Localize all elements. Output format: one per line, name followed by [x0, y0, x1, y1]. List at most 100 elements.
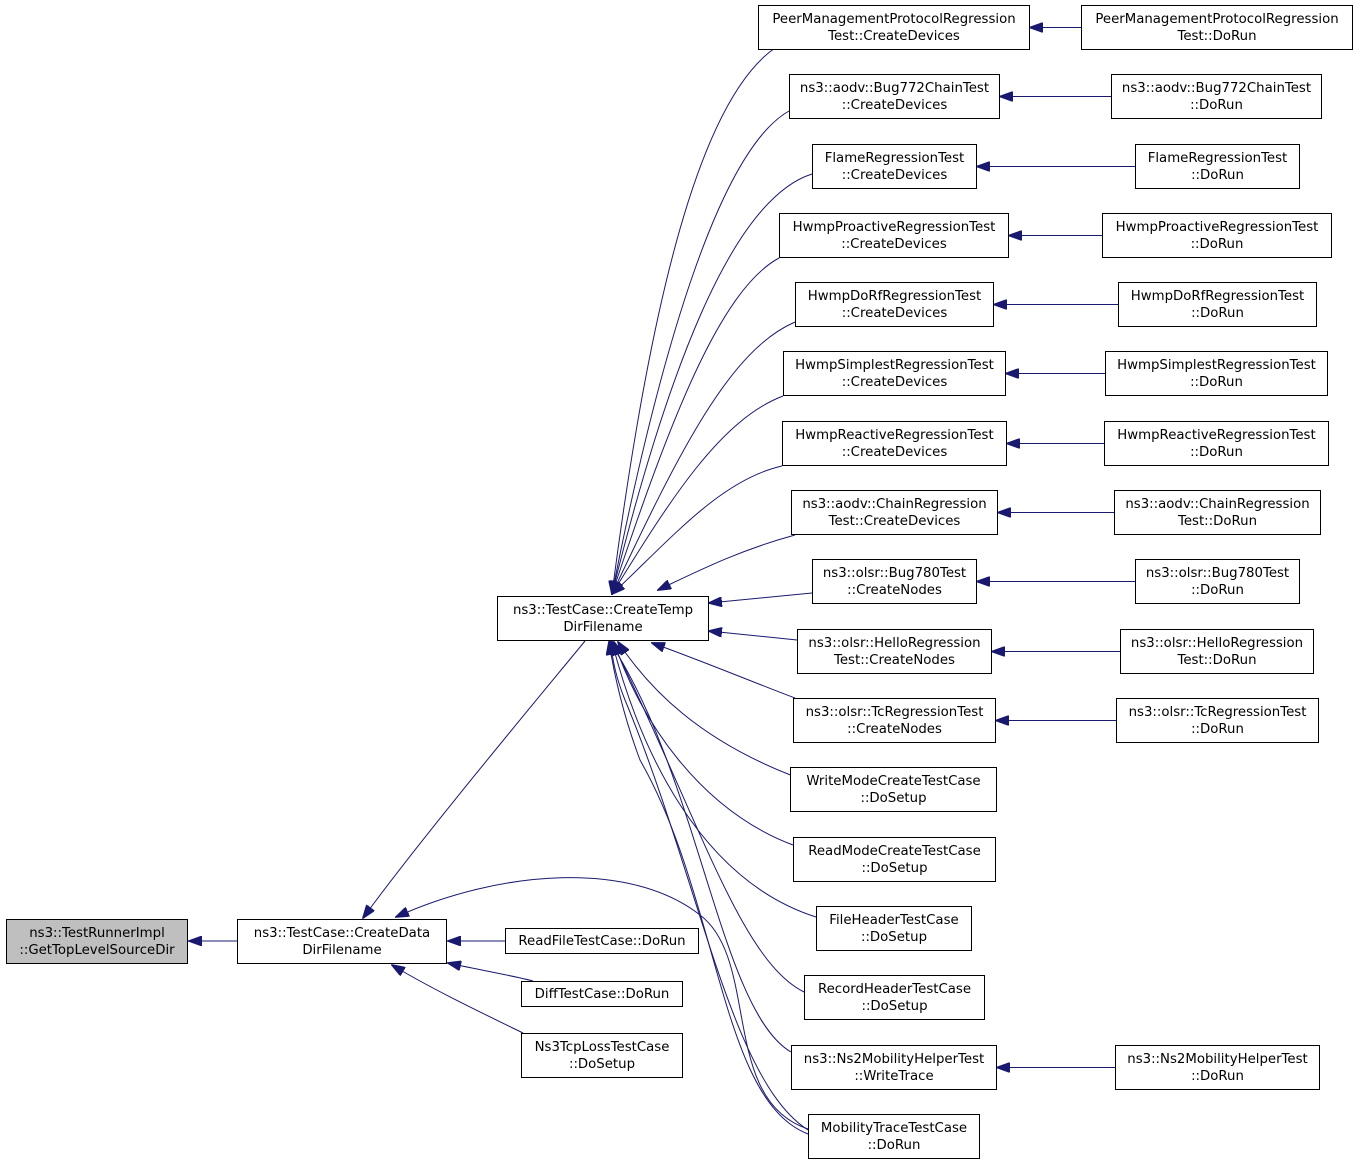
node-label-line: ::DoSetup: [861, 860, 928, 876]
node-label-line: ns3::olsr::TcRegressionTest: [805, 704, 984, 720]
edge-rhdr-to-temp: [612, 642, 805, 993]
node-bug780-cn[interactable]: ns3::olsr::Bug780Test::CreateNodes: [812, 559, 977, 604]
node-hreact-cd[interactable]: HwmpReactiveRegressionTest::CreateDevice…: [782, 421, 1007, 466]
edge-bug772_cd-to-temp: [612, 110, 790, 594]
edge-temp-to-data: [363, 640, 586, 918]
node-tc-cn[interactable]: ns3::olsr::TcRegressionTest::CreateNodes: [793, 698, 996, 743]
node-label-line: ::DoSetup: [860, 790, 927, 806]
node-wmode[interactable]: WriteModeCreateTestCase::DoSetup: [790, 767, 997, 812]
node-ns2-wt[interactable]: ns3::Ns2MobilityHelperTest::WriteTrace: [791, 1045, 997, 1090]
node-bug780-run[interactable]: ns3::olsr::Bug780Test::DoRun: [1135, 559, 1300, 604]
node-label-line: MobilityTraceTestCase: [820, 1120, 968, 1136]
node-label-line: ::DoRun: [1191, 721, 1244, 737]
node-label-line: ns3::TestCase::CreateData: [253, 925, 431, 941]
node-diff[interactable]: DiffTestCase::DoRun: [521, 981, 683, 1007]
node-bug772-cd[interactable]: ns3::aodv::Bug772ChainTest::CreateDevice…: [789, 74, 1000, 119]
node-flame-cd[interactable]: FlameRegressionTest::CreateDevices: [812, 144, 977, 189]
node-label-line: ReadModeCreateTestCase: [808, 843, 981, 859]
node-hpro-run[interactable]: HwmpProactiveRegressionTest::DoRun: [1102, 213, 1332, 258]
node-label-line: ns3::olsr::Bug780Test: [1145, 565, 1290, 581]
node-label-line: ns3::aodv::Bug772ChainTest: [799, 80, 990, 96]
node-label-line: HwmpProactiveRegressionTest: [792, 219, 996, 235]
node-label-line: ::DoSetup: [861, 998, 928, 1014]
node-label-line: ::CreateDevices: [841, 444, 948, 460]
edge-tc_cn-to-temp: [652, 643, 796, 699]
node-mobility[interactable]: MobilityTraceTestCase::DoRun: [808, 1114, 980, 1159]
node-label-line: ns3::aodv::ChainRegression: [802, 496, 987, 512]
node-hsimp-cd[interactable]: HwmpSimplestRegressionTest::CreateDevice…: [783, 351, 1006, 396]
node-label-line: ::CreateDevices: [841, 236, 947, 252]
node-label-line: ::CreateDevices: [841, 374, 948, 390]
node-label-line: ns3::olsr::HelloRegression: [808, 635, 981, 651]
node-label-line: ::DoSetup: [860, 929, 928, 945]
edge-diff-to-data: [448, 963, 534, 982]
edge-ns2_wt-to-temp: [610, 642, 792, 1053]
node-label-line: ::DoRun: [1190, 444, 1243, 460]
edge-fhdr-to-temp: [612, 642, 817, 918]
edge-mobility-to-temp-2: [611, 642, 809, 1131]
node-ns2-run[interactable]: ns3::Ns2MobilityHelperTest::DoRun: [1115, 1045, 1320, 1090]
edge-chain_cd-to-temp: [658, 534, 796, 590]
node-hsimp-run[interactable]: HwmpSimplestRegressionTest::DoRun: [1105, 351, 1328, 396]
node-hreact-run[interactable]: HwmpReactiveRegressionTest::DoRun: [1104, 421, 1329, 466]
edge-flame_cd-to-temp: [612, 173, 813, 594]
node-label-line: ::GetTopLevelSourceDir: [19, 942, 175, 958]
node-label-line: ::CreateNodes: [847, 582, 942, 598]
node-label-line: DirFilename: [563, 619, 643, 635]
node-label-line: ::DoRun: [867, 1137, 921, 1153]
node-hpro-cd[interactable]: HwmpProactiveRegressionTest::CreateDevic…: [779, 213, 1009, 258]
node-label-line: ::DoRun: [1190, 374, 1243, 390]
edge-hello_cn-to-temp: [709, 631, 798, 641]
node-label-line: ::CreateDevices: [841, 97, 948, 113]
node-rmode[interactable]: ReadModeCreateTestCase::DoSetup: [793, 837, 996, 882]
node-label-line: ::DoSetup: [568, 1056, 636, 1072]
node-label-line: HwmpDoRfRegressionTest: [807, 288, 982, 304]
node-label-line: ns3::olsr::Bug780Test: [822, 565, 967, 581]
edge-bug780_cn-to-temp: [709, 592, 813, 603]
node-label-line: ns3::Ns2MobilityHelperTest: [803, 1051, 985, 1067]
node-label-line: RecordHeaderTestCase: [817, 981, 972, 997]
node-fhdr[interactable]: FileHeaderTestCase::DoSetup: [816, 906, 972, 951]
node-label-line: PeerManagementProtocolRegression: [1095, 11, 1339, 27]
edge-pmp_cd-to-temp: [612, 47, 776, 594]
node-label-line: ::CreateDevices: [841, 305, 948, 321]
node-label-line: FlameRegressionTest: [824, 150, 965, 166]
node-label-line: FlameRegressionTest: [1147, 150, 1288, 166]
node-label-line: ::DoRun: [1191, 167, 1244, 183]
node-hdorf-run[interactable]: HwmpDoRfRegressionTest::DoRun: [1118, 282, 1317, 327]
edge-mobility-to-temp: [609, 642, 809, 1135]
node-rhdr[interactable]: RecordHeaderTestCase::DoSetup: [804, 975, 985, 1020]
node-tc-run[interactable]: ns3::olsr::TcRegressionTest::DoRun: [1116, 698, 1319, 743]
edge-hreact_cd-to-temp: [612, 465, 783, 594]
edge-hdorf_cd-to-temp: [612, 321, 796, 594]
edge-wmode-to-temp: [618, 642, 794, 777]
node-label-line: PeerManagementProtocolRegression: [772, 11, 1016, 27]
node-label-line: ns3::olsr::TcRegressionTest: [1128, 704, 1307, 720]
node-label-line: ::CreateNodes: [847, 721, 942, 737]
node-flame-run[interactable]: FlameRegressionTest::DoRun: [1135, 144, 1300, 189]
node-tcploss[interactable]: Ns3TcpLossTestCase::DoSetup: [521, 1033, 683, 1078]
node-label-line: HwmpProactiveRegressionTest: [1115, 219, 1319, 235]
node-hdorf-cd[interactable]: HwmpDoRfRegressionTest::CreateDevices: [795, 282, 994, 327]
node-label-line: DiffTestCase::DoRun: [534, 986, 670, 1002]
node-label-line: ns3::TestRunnerImpl: [29, 925, 165, 941]
node-root: ns3::TestRunnerImpl::GetTopLevelSourceDi…: [6, 919, 188, 964]
node-label-line: Test::DoRun: [1177, 28, 1257, 44]
node-label-line: ::DoRun: [1190, 97, 1243, 113]
node-bug772-run[interactable]: ns3::aodv::Bug772ChainTest::DoRun: [1111, 74, 1322, 119]
node-label-line: Ns3TcpLossTestCase: [534, 1039, 670, 1055]
node-readfile[interactable]: ReadFileTestCase::DoRun: [505, 928, 699, 954]
node-label-line: ns3::aodv::Bug772ChainTest: [1121, 80, 1312, 96]
node-label-line: HwmpReactiveRegressionTest: [795, 427, 994, 443]
node-label-line: ns3::Ns2MobilityHelperTest: [1127, 1051, 1308, 1067]
node-label-line: Test::CreateDevices: [828, 513, 961, 529]
